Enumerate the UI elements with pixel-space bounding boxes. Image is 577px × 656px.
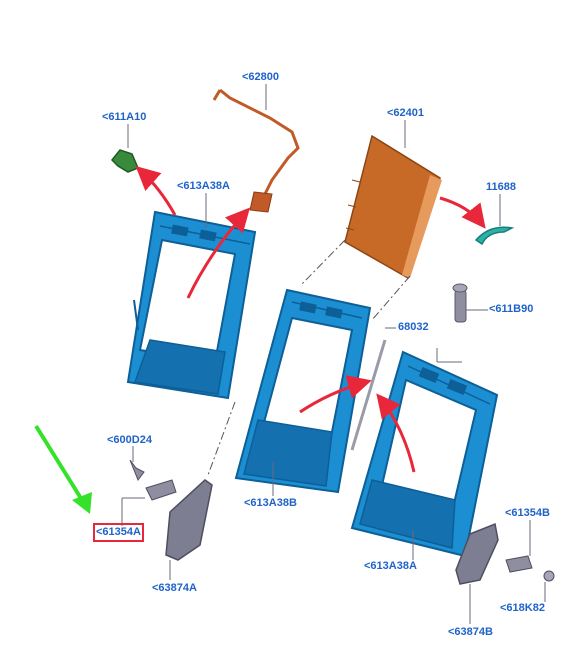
label-62800[interactable]: <62800	[242, 71, 280, 83]
label-600d24[interactable]: <600D24	[107, 434, 152, 446]
bracket-611a10	[110, 149, 139, 173]
label-61354b[interactable]: <61354B	[505, 507, 550, 519]
alignment-lines	[207, 239, 411, 476]
label-11688[interactable]: 11688	[486, 181, 516, 193]
lever-61354a	[145, 479, 177, 501]
label-63874a[interactable]: <63874A	[152, 582, 197, 594]
headrest-guide-611b90	[452, 283, 468, 323]
label-61354a-highlighted[interactable]: <61354A	[93, 523, 144, 542]
nut-618k82	[543, 570, 555, 582]
label-611b90[interactable]: <611B90	[489, 303, 534, 315]
seat-back-frame-613a38a-top	[126, 210, 257, 400]
label-611a10[interactable]: <611A10	[102, 111, 147, 123]
label-613a38a-top[interactable]: <613A38A	[177, 180, 230, 192]
seat-back-frame-613a38b	[234, 288, 372, 494]
label-63874b[interactable]: <63874B	[448, 626, 493, 638]
clip-11688	[474, 226, 515, 246]
fastener-600d24	[129, 459, 145, 482]
side-cover-63874a	[165, 479, 213, 561]
side-cover-63874b	[455, 522, 499, 585]
seat-heater-mat-62401	[344, 134, 442, 280]
wire-harness-62800	[212, 88, 300, 213]
label-613a38b[interactable]: <613A38B	[244, 497, 297, 509]
label-613a38a-bottom[interactable]: <613A38A	[364, 560, 417, 572]
label-68032[interactable]: 68032	[398, 321, 429, 333]
label-618k82[interactable]: <618K82	[500, 602, 545, 614]
label-62401[interactable]: <62401	[387, 107, 425, 119]
red-arrows	[135, 165, 486, 473]
green-pointer-arrow	[34, 424, 92, 514]
leader-lines	[121, 84, 546, 624]
lever-61354b	[505, 555, 533, 573]
